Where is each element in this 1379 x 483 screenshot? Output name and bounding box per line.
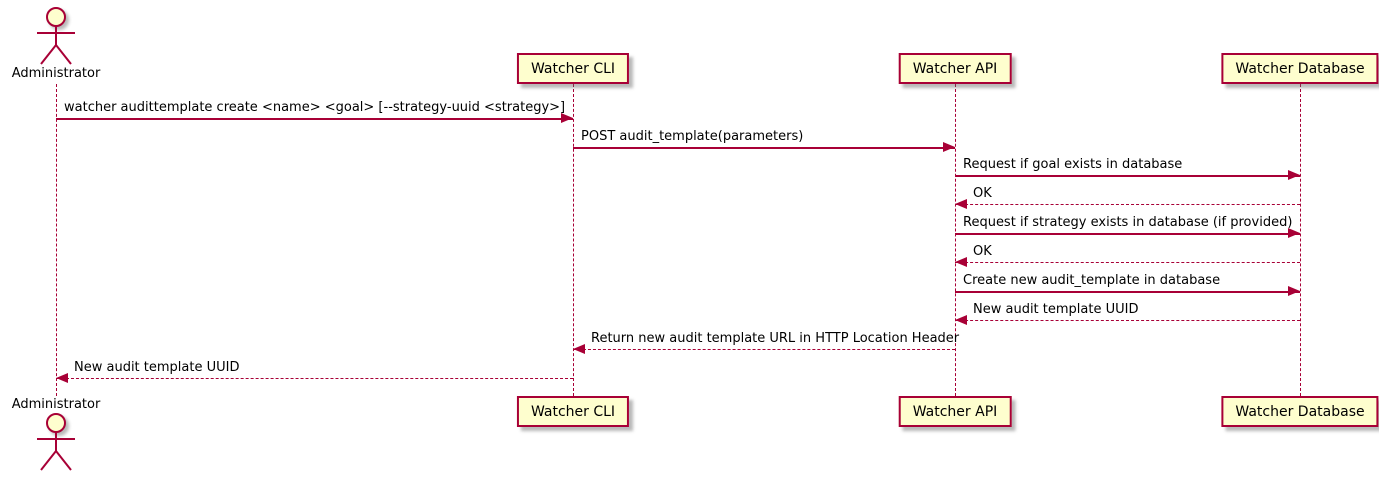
participant-box-top-watcher-database: Watcher Database [1221, 53, 1379, 84]
message-line-7 [955, 291, 1300, 293]
message-line-5 [955, 233, 1300, 235]
participant-box-top-watcher-api: Watcher API [898, 53, 1012, 84]
message-label-7: Create new audit_template in database [963, 273, 1221, 288]
actor-stick-figure-icon-top [37, 7, 75, 65]
participant-box-bottom-watcher-database: Watcher Database [1221, 396, 1379, 427]
actor-label-top: Administrator [11, 66, 101, 81]
message-arrowhead-7 [1288, 286, 1300, 296]
lifeline-watcher-database [1300, 84, 1301, 396]
message-label-10: New audit template UUID [74, 360, 240, 375]
actor-label-bottom: Administrator [11, 397, 101, 412]
message-arrowhead-6 [955, 257, 967, 267]
message-line-1 [56, 118, 573, 120]
message-label-2: POST audit_template(parameters) [581, 129, 804, 144]
message-arrowhead-1 [561, 113, 573, 123]
message-line-3 [955, 175, 1300, 177]
message-arrowhead-10 [56, 373, 68, 383]
participant-box-bottom-watcher-api: Watcher API [898, 396, 1012, 427]
message-line-4 [955, 204, 1300, 205]
message-label-5: Request if strategy exists in database (… [963, 215, 1293, 230]
message-arrowhead-3 [1288, 170, 1300, 180]
lifeline-administrator [56, 84, 57, 396]
message-label-1: watcher audittemplate create <name> <goa… [64, 100, 566, 115]
message-label-4: OK [973, 186, 992, 201]
lifeline-watcher-api [955, 84, 956, 396]
message-line-8 [955, 320, 1300, 321]
message-label-6: OK [973, 244, 992, 259]
message-line-9 [573, 349, 955, 350]
participant-box-bottom-watcher-cli: Watcher CLI [516, 396, 630, 427]
message-label-3: Request if goal exists in database [963, 157, 1183, 172]
message-label-8: New audit template UUID [973, 302, 1139, 317]
actor-stick-figure-icon-bottom [37, 413, 75, 471]
message-arrowhead-5 [1288, 228, 1300, 238]
message-arrowhead-8 [955, 315, 967, 325]
message-line-10 [56, 378, 573, 379]
message-arrowhead-4 [955, 199, 967, 209]
message-line-6 [955, 262, 1300, 263]
message-label-9: Return new audit template URL in HTTP Lo… [591, 331, 960, 346]
participant-box-top-watcher-cli: Watcher CLI [516, 53, 630, 84]
message-line-2 [573, 147, 955, 149]
lifeline-watcher-cli [573, 84, 574, 396]
message-arrowhead-2 [943, 142, 955, 152]
message-arrowhead-9 [573, 344, 585, 354]
